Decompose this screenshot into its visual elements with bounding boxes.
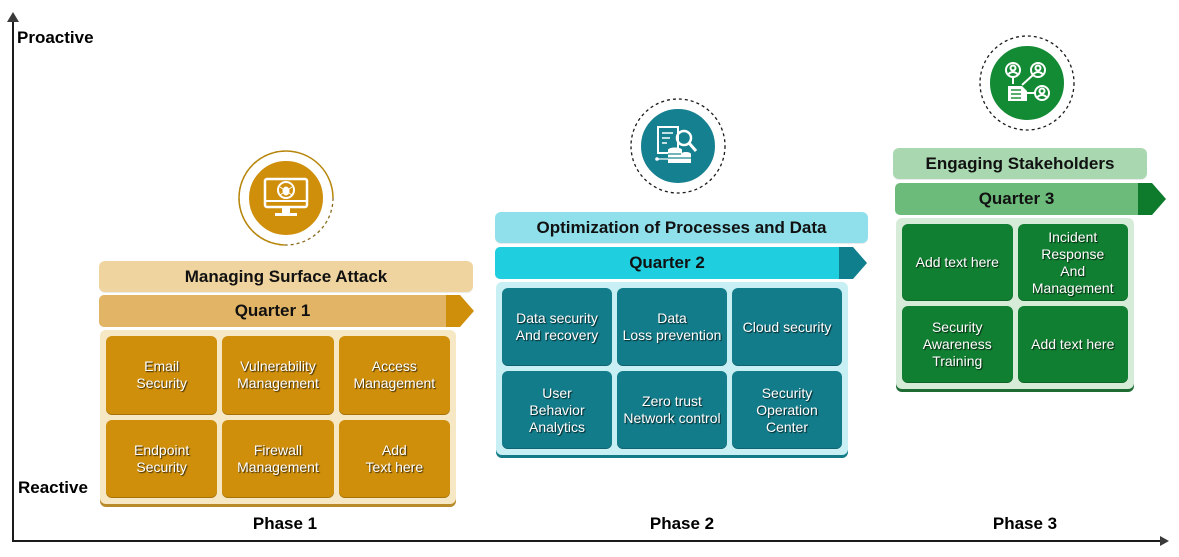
phase-3-item: Incident Response And Management <box>1017 224 1128 301</box>
x-axis-arrow-icon <box>1160 536 1169 546</box>
phase-2-title: Optimization of Processes and Data <box>495 212 868 243</box>
phase-3-item: Add text here <box>902 224 1013 301</box>
phase-2-label: Phase 2 <box>649 514 715 533</box>
y-axis <box>12 18 14 542</box>
phase-1-item: Add Text here <box>338 419 450 498</box>
phase-1-item: Endpoint Security <box>106 419 218 498</box>
phase-2-item: Zero trust Network control <box>617 371 727 449</box>
phase-3-icon-badge <box>977 33 1077 133</box>
phase-2-quarter-bar: Quarter 2 <box>495 247 867 279</box>
phase-1-quarter-bar: Quarter 1 <box>99 295 474 327</box>
phase-3-label: Phase 3 <box>992 514 1058 533</box>
phase-2-icon-badge <box>628 96 728 196</box>
phase-2-quarter-label: Quarter 2 <box>495 247 839 279</box>
chevron-right-icon <box>1138 183 1166 215</box>
data-analysis-icon <box>638 106 718 186</box>
dashed-ring-icon <box>979 35 1075 131</box>
phase-1-panel: Email Security Vulnerability Management … <box>100 330 456 504</box>
chevron-right-icon <box>446 295 474 327</box>
phase-2-panel: Data security And recovery Data Loss pre… <box>496 282 848 455</box>
computer-bug-icon <box>246 158 326 238</box>
phase-3-title: Engaging Stakeholders <box>893 148 1147 179</box>
phase-2-item: Data Loss prevention <box>617 288 727 366</box>
phase-2-item: Cloud security <box>732 288 842 366</box>
phase-2-item: Data security And recovery <box>502 288 612 366</box>
phase-2-item: Security Operation Center <box>732 371 842 449</box>
phase-3-panel: Add text here Incident Response And Mana… <box>896 218 1134 389</box>
phase-1-item: Firewall Management <box>222 419 334 498</box>
phase-3-quarter-bar: Quarter 3 <box>895 183 1166 215</box>
chevron-right-icon <box>839 247 867 279</box>
x-axis <box>12 540 1162 542</box>
phase-3-item: Security Awareness Training <box>902 306 1013 383</box>
phase-1-item: Email Security <box>106 336 218 415</box>
phase-3-item: Add text here <box>1017 306 1128 383</box>
phase-1-item: Vulnerability Management <box>222 336 334 415</box>
stakeholder-network-icon <box>987 43 1067 123</box>
phase-1-title: Managing Surface Attack <box>99 261 473 292</box>
phase-1-label: Phase 1 <box>252 514 318 533</box>
phase-1-item: Access Management <box>338 336 450 415</box>
dashed-ring-icon <box>238 149 335 246</box>
phase-1-quarter-label: Quarter 1 <box>99 295 446 327</box>
phase-1-icon-badge <box>236 148 336 248</box>
y-axis-top-label: Proactive <box>17 28 94 47</box>
phase-2-item: User Behavior Analytics <box>502 371 612 449</box>
y-axis-bottom-label: Reactive <box>18 478 88 497</box>
y-axis-arrow-icon <box>7 12 19 22</box>
dashed-ring-icon <box>630 98 726 194</box>
phase-3-quarter-label: Quarter 3 <box>895 183 1138 215</box>
